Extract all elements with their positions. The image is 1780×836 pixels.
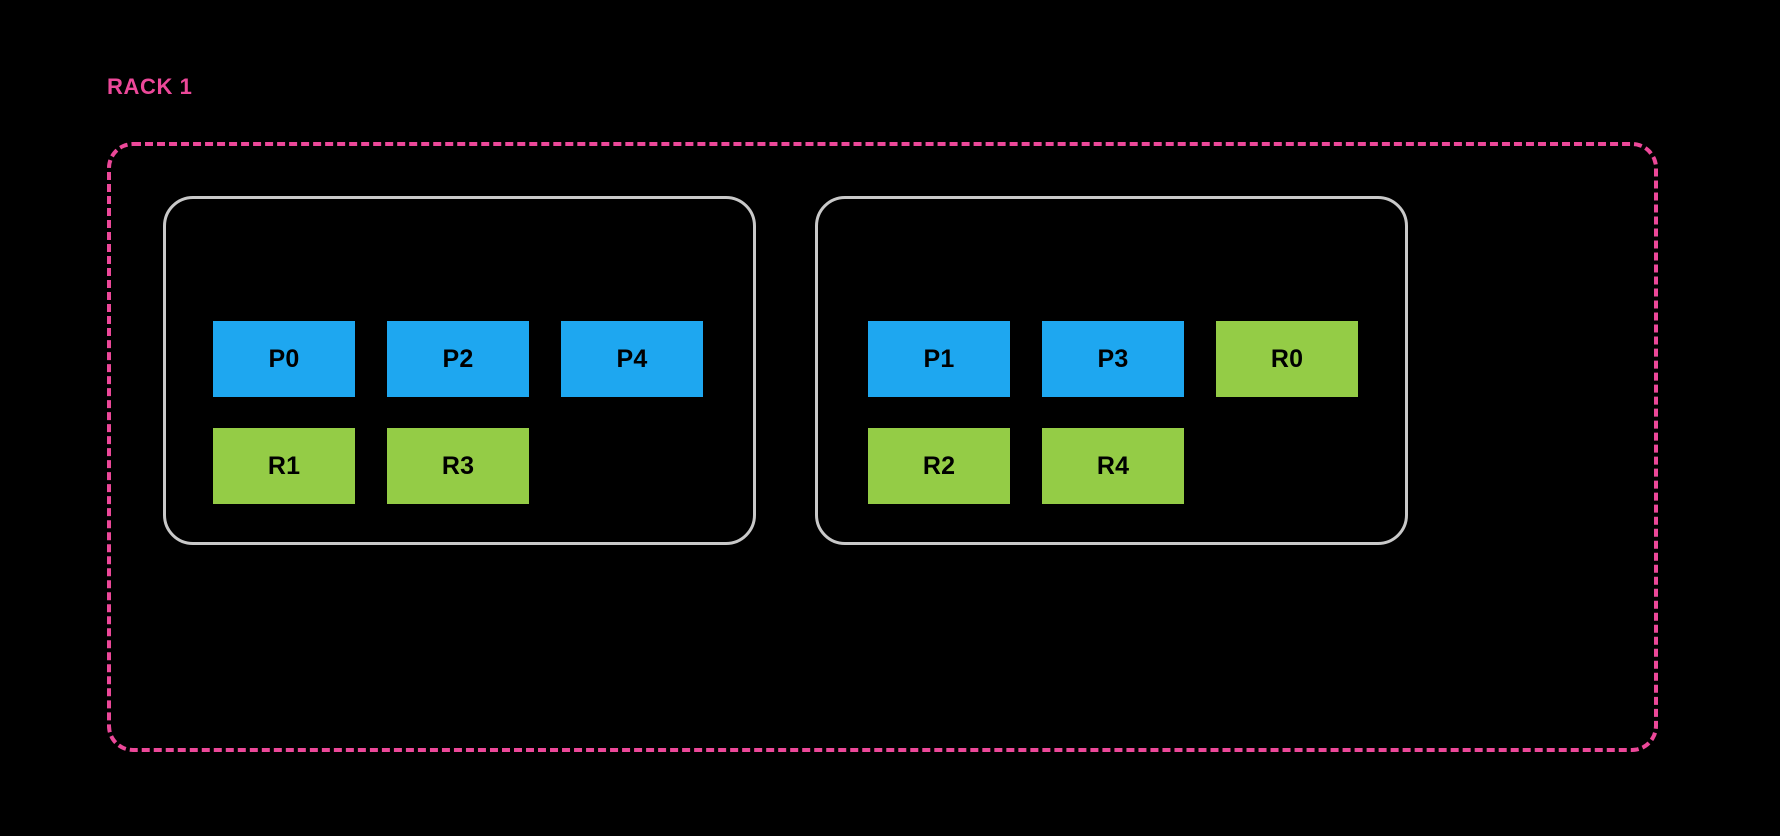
cell-empty-node-1 — [1216, 428, 1358, 504]
node-1-replica-row: R2 R4 — [868, 428, 1358, 504]
cell-p3[interactable]: P3 — [1042, 321, 1184, 397]
cell-p2[interactable]: P2 — [387, 321, 529, 397]
cell-r2[interactable]: R2 — [868, 428, 1010, 504]
cell-r0[interactable]: R0 — [1216, 321, 1358, 397]
cell-r4[interactable]: R4 — [1042, 428, 1184, 504]
cell-r3[interactable]: R3 — [387, 428, 529, 504]
node-panel-1: P1 P3 R0 R2 R4 — [815, 196, 1408, 545]
cell-empty-node-0 — [561, 428, 703, 504]
rack-label: RACK 1 — [107, 74, 193, 99]
node-panel-0: P0 P2 P4 R1 R3 — [163, 196, 756, 545]
rack-boundary — [107, 142, 1658, 752]
cell-p4[interactable]: P4 — [561, 321, 703, 397]
node-1-partition-row: P1 P3 R0 — [868, 321, 1358, 397]
node-0-replica-row: R1 R3 — [213, 428, 703, 504]
cell-p0[interactable]: P0 — [213, 321, 355, 397]
cell-r1[interactable]: R1 — [213, 428, 355, 504]
node-0-partition-row: P0 P2 P4 — [213, 321, 703, 397]
cell-p1[interactable]: P1 — [868, 321, 1010, 397]
